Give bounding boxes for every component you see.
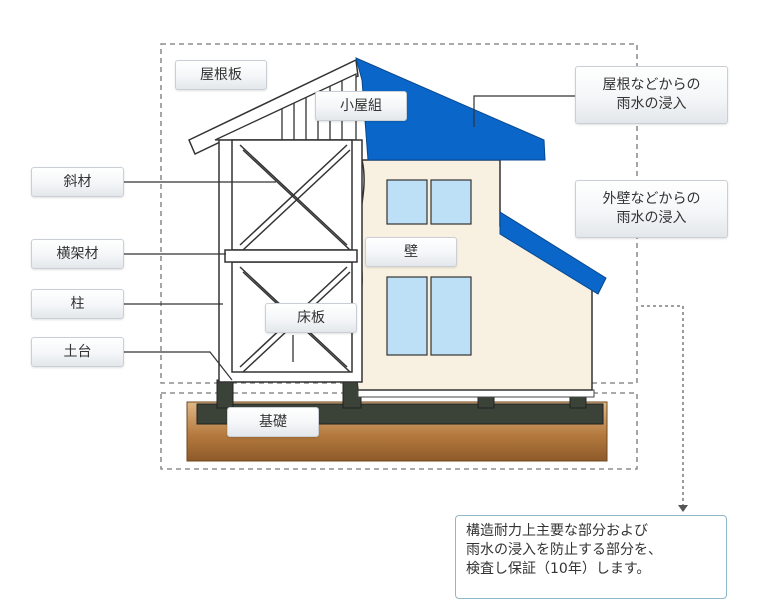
window-upper <box>386 179 472 225</box>
callout-roof-rain-intrusion: 屋根などからの 雨水の浸入 <box>575 66 728 124</box>
callout-wall-rain-intrusion: 外壁などからの 雨水の浸入 <box>575 180 728 238</box>
label-floor-board: 床板 <box>265 303 357 333</box>
window-lower <box>386 276 472 356</box>
blue-roof-upper <box>355 57 546 161</box>
label-sill: 土台 <box>31 337 124 367</box>
timber-frame <box>218 139 363 383</box>
label-foundation: 基礎 <box>227 407 319 437</box>
roof-board-structure <box>188 58 359 156</box>
label-roof-frame: 小屋組 <box>315 91 407 121</box>
note-line-1: 構造耐力上主要な部分および <box>466 523 648 539</box>
callout-roof-line-2: 雨水の浸入 <box>616 96 687 112</box>
note-line-3: 検査し保証（10年）します。 <box>466 560 651 577</box>
label-wall: 壁 <box>365 237 457 267</box>
label-beam: 横架材 <box>31 239 124 269</box>
label-brace: 斜材 <box>31 167 124 197</box>
callout-wall-line-2: 雨水の浸入 <box>616 210 687 226</box>
note-connector-arrow <box>678 505 688 512</box>
leader-lines <box>124 95 575 381</box>
warranty-note: 構造耐力上主要な部分および 雨水の浸入を防止する部分を、 検査し保証（10年）し… <box>455 515 727 599</box>
callout-roof-line-1: 屋根などからの <box>602 77 701 94</box>
label-roof-board: 屋根板 <box>175 60 267 90</box>
blue-roof-lower <box>499 211 607 295</box>
foundation-footing-left <box>216 379 234 409</box>
callout-wall-line-1: 外壁などからの <box>602 191 701 208</box>
floor-sill-strip <box>357 389 595 398</box>
note-connector-line <box>641 305 684 505</box>
note-line-2: 雨水の浸入を防止する部分を、 <box>466 541 662 558</box>
label-pillar: 柱 <box>31 289 124 319</box>
